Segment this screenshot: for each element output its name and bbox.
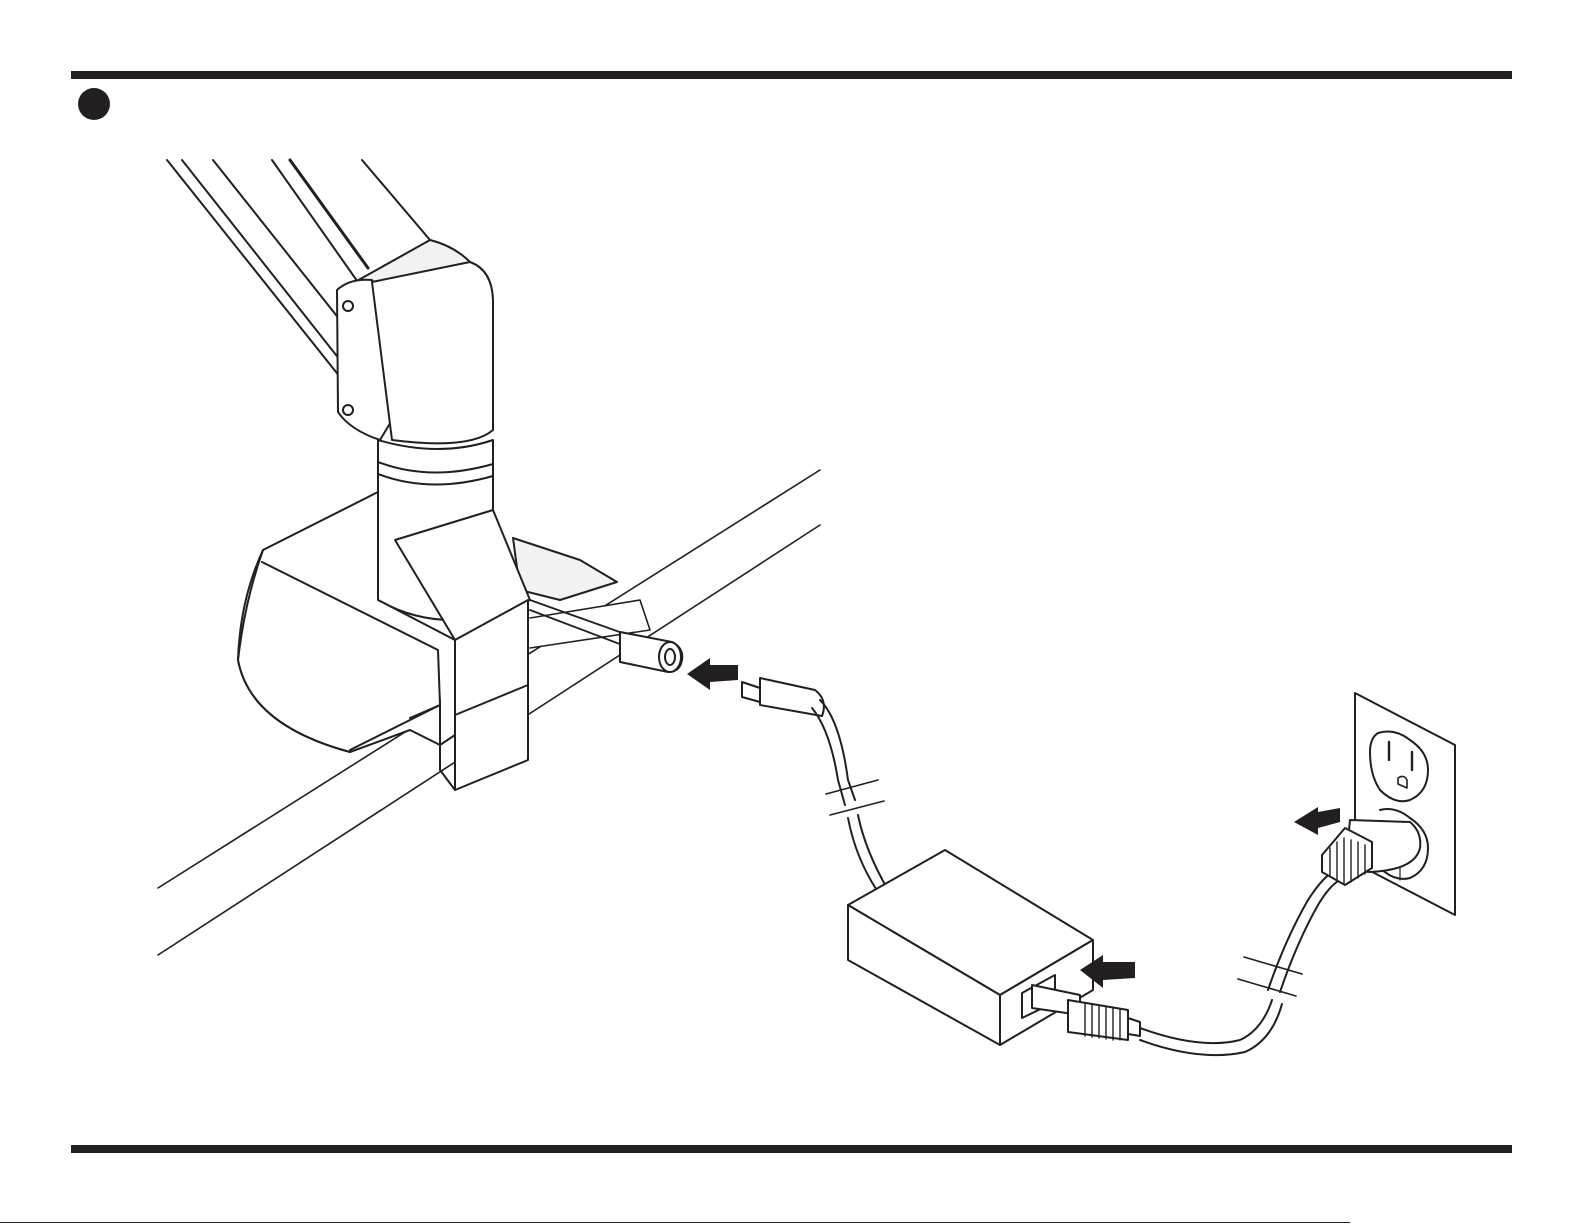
power-adapter [848,850,1093,1045]
desk-clamp [238,492,682,790]
arrow-left-icon [1294,807,1340,835]
dc-plug-cable [742,678,888,895]
ac-power-cord [1140,870,1340,1055]
footer-hairline [0,1222,1350,1223]
arrow-left-icon [687,658,738,690]
bottom-divider [71,1145,1512,1153]
wall-outlet [1355,693,1455,915]
cable-break-icon [1238,957,1302,996]
